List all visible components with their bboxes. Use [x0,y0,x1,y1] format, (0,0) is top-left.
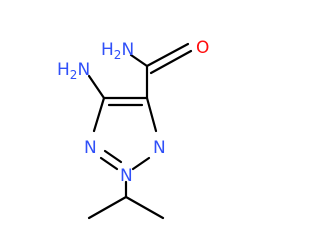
amide-n-h: H [101,40,114,60]
amino-n-subscript: 2 [70,68,78,82]
amino-n-n: N [77,60,90,80]
ring-n1-label: N [153,138,166,158]
molecule-structure-diagram: H2N O H2N N N N [57,38,209,220]
amide-nh2-label: H2N [101,40,134,62]
carbonyl-o-label: O [196,38,209,58]
ring-n3-label: N [84,138,97,158]
atom-labels: H2N O H2N N N N [57,38,209,186]
bond-carbonyl-o-1 [145,42,190,68]
amide-n-subscript: 2 [114,48,122,62]
bond-n3-n2-1 [99,156,119,171]
bond-c5-amino-n [87,74,106,100]
amino-n-h: H [57,60,70,80]
bond-carbonyl-o-2 [149,49,193,75]
bond-n2-n1 [131,156,151,171]
bonds [87,42,193,220]
amide-n-n: N [121,40,134,60]
bond-carbonyl-amide-n [129,53,149,68]
bond-n3-n2-2 [103,149,123,164]
ring-n2-label: N [120,166,133,186]
bond-c4-n1 [145,96,158,133]
bond-isopropyl-methyl-left [87,195,128,220]
amino-nh2-label: H2N [57,60,90,82]
bond-c5-n3 [92,96,106,133]
bond-isopropyl-methyl-right [124,195,165,220]
